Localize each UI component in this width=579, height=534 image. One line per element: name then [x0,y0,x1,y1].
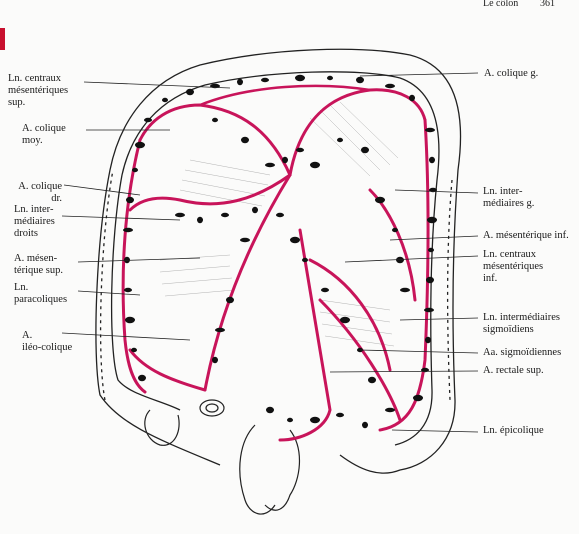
leader-line [391,429,479,433]
lymph-node [425,336,431,344]
lymph-node [135,141,145,149]
lymph-node [237,78,243,86]
lymph-node [240,237,250,243]
label-ln-centraux-inf: Ln. centraux mésentériques inf. [483,249,544,284]
leader-line [61,332,191,341]
lymph-node [132,167,138,173]
leader-line [394,189,479,194]
leader-line [399,317,479,321]
leader-line [63,184,141,196]
lymph-node [125,316,135,324]
lymph-node [336,412,344,418]
lymph-node [424,307,434,313]
leader-line [329,370,479,373]
lymph-node [296,147,304,153]
cecum-outline [144,399,225,446]
lymph-node [241,136,249,144]
lymph-node [428,247,434,253]
lymph-node [124,287,132,293]
colon-outline [95,48,462,474]
leader-line [83,81,231,89]
label-a-colique-moy: A. colique moy. [22,123,66,146]
running-header-page: 361 [540,0,555,9]
leader-line [77,257,201,263]
leader-line [389,235,479,241]
lymph-node [131,347,137,353]
leader-line [359,72,479,77]
lymph-node [413,394,423,402]
lymph-node [400,287,410,293]
lymph-node [310,416,320,424]
rectum-outline [239,424,301,515]
lymph-node [123,227,133,233]
lymph-node [144,117,152,123]
lymph-node [197,216,203,224]
lymph-node [138,374,146,382]
lymph-node [361,146,369,154]
label-a-colique-dr: A. colique dr. [18,181,62,204]
lymph-node [212,356,218,364]
label-aa-sigmoidiennes: Aa. sigmoïdiennes [483,347,562,358]
label-ln-paracoliques: Ln. paracoliques [14,282,68,305]
label-a-mesenterique-inf: A. mésentérique inf. [483,230,569,241]
leader-line [77,290,141,296]
leader-line [344,255,479,263]
lymph-node [396,256,404,264]
lymph-node [175,212,185,218]
lymph-node [266,406,274,414]
label-ln-centraux-sup: Ln. centraux mésentériques sup. [8,73,69,108]
running-header-section: Le côlon [483,0,519,9]
lymph-node [265,162,275,168]
lymph-nodes [123,74,437,429]
lymph-node [282,156,288,164]
lymph-node [362,421,368,429]
lymph-node [302,257,308,263]
lymph-node [252,206,258,214]
lymph-node [261,77,269,83]
lymph-node [409,94,415,102]
lymph-node [295,74,305,82]
arterial-tree [121,84,430,442]
lymph-node [212,117,218,123]
lymph-node [340,316,350,324]
leader-line [359,349,479,354]
lymph-node [392,227,398,233]
lymph-node [337,137,343,143]
lymph-node [426,276,434,284]
label-a-mesenterique-sup: A. mésen- térique sup. [14,253,63,276]
lymph-node [276,212,284,218]
label-ln-intermediaires-droits: Ln. inter- médiaires droits [14,204,55,239]
lymph-node [310,161,320,169]
lymph-node [425,127,435,133]
lymph-node [427,216,437,224]
lymph-node [215,327,225,333]
mesentery-hatching [159,101,399,347]
lymph-node [385,83,395,89]
lymph-node [356,76,364,84]
lymph-node [186,88,194,96]
lymph-node [327,75,333,81]
label-a-ileo-colique: A. iléo-colique [22,330,73,353]
label-ln-epicolique: Ln. épicolique [483,425,544,436]
lymph-node [385,407,395,413]
lymph-node [375,196,385,204]
lymph-node [221,212,229,218]
label-ln-intermediaires-g: Ln. inter- médiaires g. [483,186,535,209]
lymph-node [290,236,300,244]
lymph-node [368,376,376,384]
lymph-node [162,97,168,103]
lymph-node [287,417,293,423]
label-a-colique-g: A. colique g. [484,68,539,79]
lymph-node [226,296,234,304]
label-ln-intermediaires-sigmoidiens: Ln. intermédiaires sigmoïdiens [483,312,560,335]
label-a-rectale-sup: A. rectale sup. [483,365,544,376]
lymph-node [126,196,134,204]
page-edge-tab [0,28,5,50]
leader-lines [61,72,479,433]
lymph-node [321,287,329,293]
leader-line [61,215,181,221]
lymph-node [429,156,435,164]
